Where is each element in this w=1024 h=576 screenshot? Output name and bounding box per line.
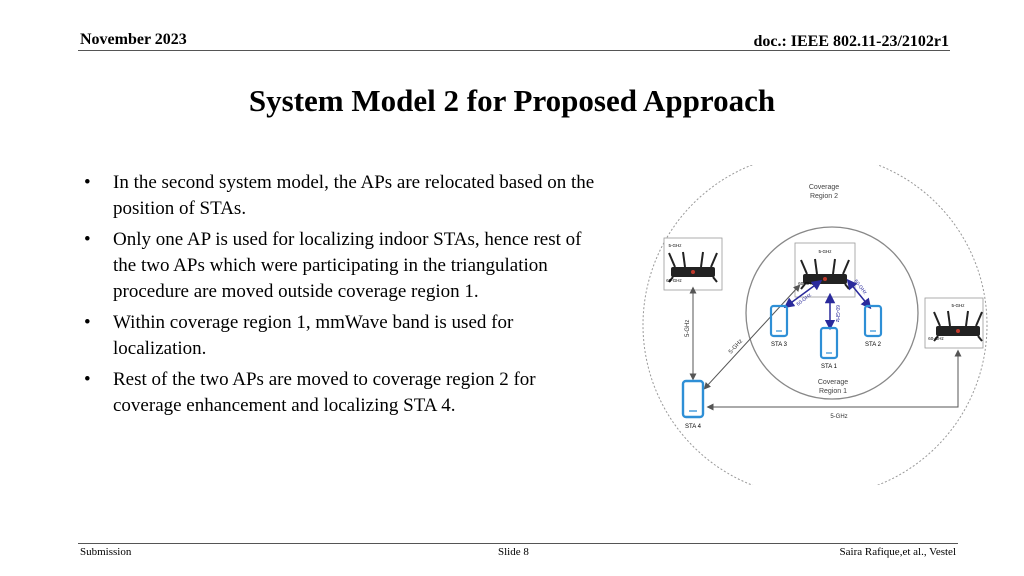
bullet-symbol: •: [84, 369, 91, 390]
bullet-item: • Rest of the two APs are moved to covera…: [84, 367, 604, 419]
bullet-item: • Only one AP is used for localizing indo…: [84, 227, 604, 305]
bullet-item: • Within coverage region 1, mmWave band i…: [84, 310, 604, 362]
region2-label: Coverage: [809, 184, 839, 191]
ap-center-5ghz-label: 5-GHz: [818, 249, 832, 254]
link-ap-sta1-label: 60-GHz: [834, 305, 840, 323]
region2-label: Region 2: [810, 193, 838, 200]
sta2-label: STA 2: [865, 342, 882, 348]
bullet-symbol: •: [84, 229, 91, 250]
router-icon: 5-GHz 60-GHz: [924, 297, 984, 349]
sta1-label: STA 1: [821, 364, 838, 370]
phone-icon: [681, 379, 705, 419]
region1-label: Coverage: [818, 379, 848, 386]
router-icon: 5-GHz 60-GHz: [794, 242, 856, 298]
ap-right-5ghz-label: 5-GHz: [951, 303, 965, 308]
bullet-list: • In the second system model, the APs are…: [84, 170, 604, 424]
footer-divider: [78, 543, 958, 544]
bullet-text: Only one AP is used for localizing indoo…: [113, 229, 582, 302]
bullet-text: In the second system model, the APs are …: [113, 172, 595, 219]
region1-label: Region 1: [819, 388, 847, 395]
bullet-text: Rest of the two APs are moved to coverag…: [113, 369, 536, 416]
link-ap-right-sta4-label: 5-GHz: [830, 414, 847, 420]
ap-center-60ghz-label: 60-GHz: [798, 281, 814, 286]
ap-right-60ghz-label: 60-GHz: [928, 336, 944, 341]
link-ap-left-sta4-label: 5-GHz: [685, 320, 691, 337]
system-model-diagram: Coverage Region 2 Coverage Region 1 5-GH…: [642, 165, 988, 485]
phone-icon: [819, 326, 839, 360]
footer-slide-number: Slide 8: [498, 546, 529, 558]
link-ap-right-sta4: [706, 349, 962, 411]
header-divider: [78, 50, 950, 51]
footer-submission: Submission: [80, 546, 132, 558]
bullet-symbol: •: [84, 172, 91, 193]
sta3-label: STA 3: [771, 342, 788, 348]
header-date: November 2023: [80, 31, 187, 48]
bullet-item: • In the second system model, the APs are…: [84, 170, 604, 222]
phone-icon: [863, 304, 883, 338]
link-ap-sta2: [846, 278, 872, 310]
link-ap-center-sta4-label: 5-GHz: [728, 338, 744, 355]
slide-title: System Model 2 for Proposed Approach: [248, 83, 776, 118]
router-icon: 5-GHz 60-GHz: [663, 237, 723, 291]
ap-left-60ghz-label: 60-GHz: [666, 278, 682, 283]
ap-left-5ghz-label: 5-GHz: [668, 243, 682, 248]
bullet-text: Within coverage region 1, mmWave band is…: [113, 312, 514, 359]
bullet-symbol: •: [84, 312, 91, 333]
coverage-region-2-circle: [642, 165, 988, 485]
footer-author: Saira Rafique,et al., Vestel: [839, 546, 956, 558]
phone-icon: [769, 304, 789, 338]
header-doc-id: doc.: IEEE 802.11-23/2102r1: [753, 33, 949, 50]
sta4-label: STA 4: [685, 424, 702, 430]
